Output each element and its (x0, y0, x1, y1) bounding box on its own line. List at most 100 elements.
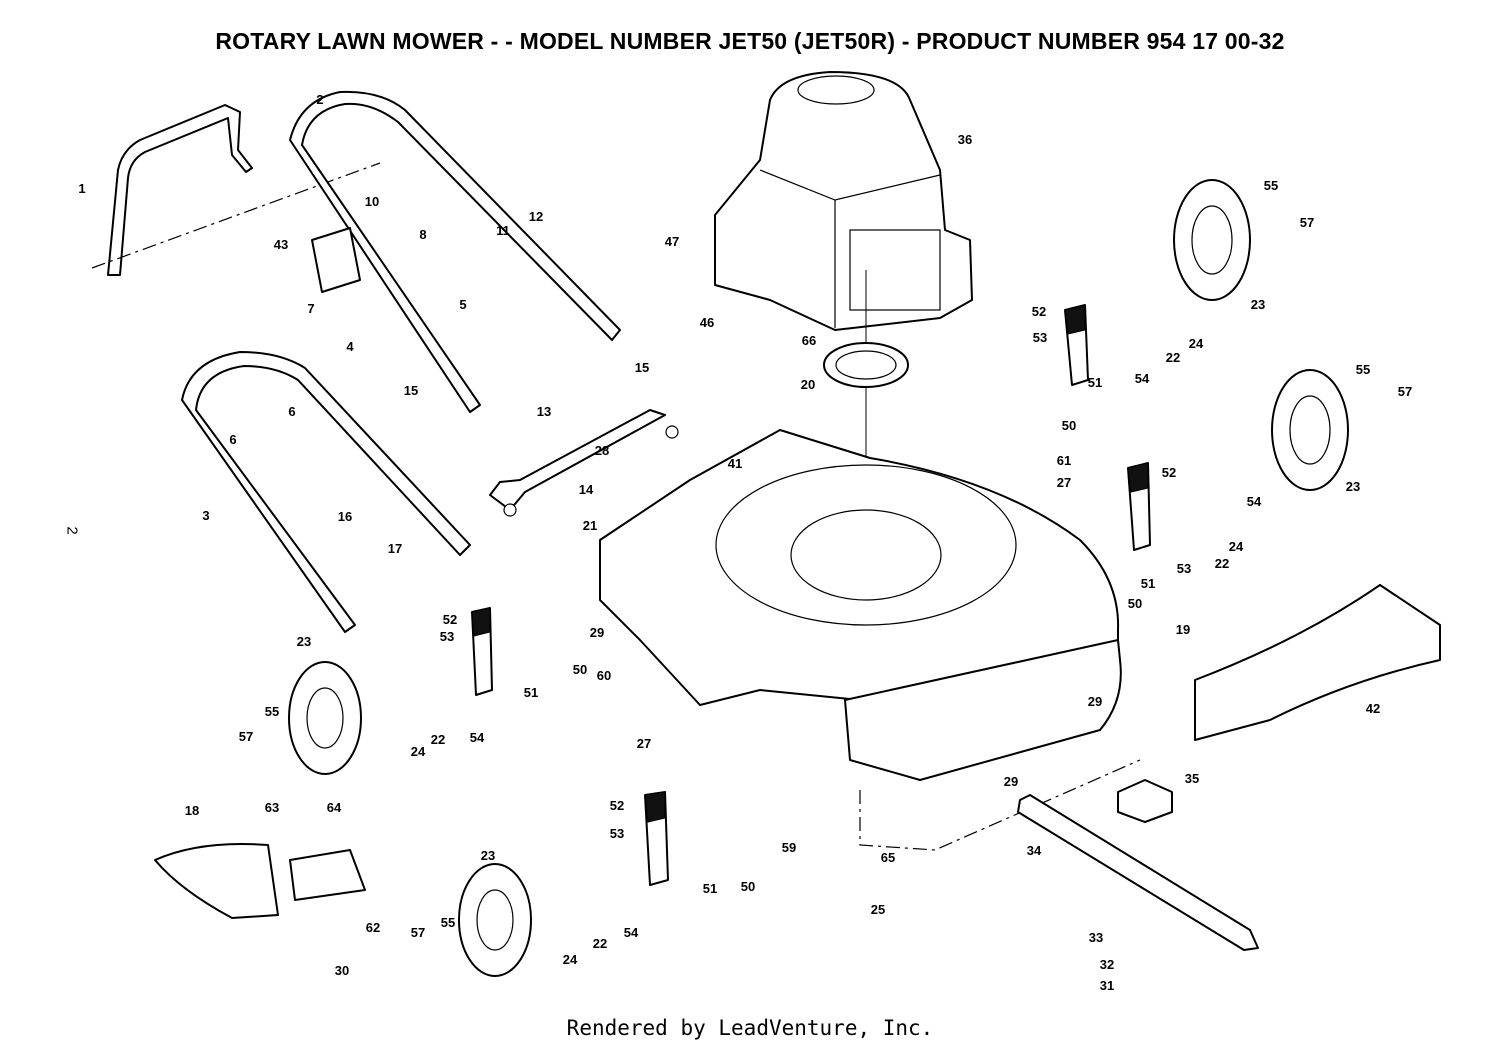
wheels (288, 179, 1349, 977)
part-callout-57: 57 (239, 729, 253, 744)
part-callout-55: 55 (1356, 362, 1370, 377)
part-callout-53: 53 (440, 629, 454, 644)
part-callout-15: 15 (404, 383, 418, 398)
part-callout-47: 47 (665, 234, 679, 249)
part-callout-29: 29 (1004, 774, 1018, 789)
part-callout-20: 20 (801, 377, 815, 392)
part-callout-10: 10 (365, 194, 379, 209)
mower-deck (599, 429, 1141, 851)
part-callout-53: 53 (610, 826, 624, 841)
part-callout-55: 55 (441, 915, 455, 930)
part-callout-34: 34 (1027, 843, 1042, 858)
part-callout-54: 54 (470, 730, 485, 745)
part-callout-30: 30 (335, 963, 349, 978)
part-callout-50: 50 (741, 879, 755, 894)
part-callout-7: 7 (307, 301, 314, 316)
part-callout-43: 43 (274, 237, 288, 252)
part-callout-52: 52 (1032, 304, 1046, 319)
part-callout-52: 52 (610, 798, 624, 813)
blade-and-catcher (154, 584, 1441, 951)
part-callout-25: 25 (871, 902, 885, 917)
part-callout-24: 24 (411, 744, 426, 759)
control-rod (489, 409, 679, 517)
part-callout-29: 29 (1088, 694, 1102, 709)
part-callout-22: 22 (431, 732, 445, 747)
part-callout-65: 65 (881, 850, 895, 865)
part-callout-16: 16 (338, 509, 352, 524)
part-callout-14: 14 (579, 482, 594, 497)
part-callout-57: 57 (1398, 384, 1412, 399)
part-callout-51: 51 (1141, 576, 1155, 591)
part-callout-1: 1 (78, 181, 85, 196)
part-callout-32: 32 (1100, 957, 1114, 972)
part-callout-29: 29 (590, 625, 604, 640)
callout-labels: 1234566781011121314151516171819202122222… (78, 92, 1412, 993)
part-callout-52: 52 (443, 612, 457, 627)
part-callout-27: 27 (1057, 475, 1071, 490)
part-callout-64: 64 (327, 800, 342, 815)
part-callout-51: 51 (524, 685, 538, 700)
part-callout-24: 24 (1189, 336, 1204, 351)
part-callout-54: 54 (1247, 494, 1262, 509)
part-callout-55: 55 (1264, 178, 1278, 193)
part-callout-50: 50 (1128, 596, 1142, 611)
part-callout-6: 6 (229, 432, 236, 447)
part-callout-24: 24 (563, 952, 578, 967)
part-callout-6: 6 (288, 404, 295, 419)
part-callout-5: 5 (459, 297, 466, 312)
part-callout-23: 23 (1251, 297, 1265, 312)
part-callout-22: 22 (593, 936, 607, 951)
part-callout-21: 21 (583, 518, 597, 533)
part-callout-28: 28 (595, 443, 609, 458)
part-callout-53: 53 (1177, 561, 1191, 576)
part-callout-13: 13 (537, 404, 551, 419)
part-callout-54: 54 (1135, 371, 1150, 386)
part-callout-8: 8 (419, 227, 426, 242)
part-callout-41: 41 (728, 456, 742, 471)
part-callout-2: 2 (316, 92, 323, 107)
part-callout-62: 62 (366, 920, 380, 935)
part-callout-60: 60 (597, 668, 611, 683)
part-callout-27: 27 (637, 736, 651, 751)
part-callout-19: 19 (1176, 622, 1190, 637)
part-callout-4: 4 (346, 339, 354, 354)
part-callout-11: 11 (496, 223, 510, 238)
part-callout-66: 66 (802, 333, 816, 348)
part-callout-33: 33 (1089, 930, 1103, 945)
part-callout-59: 59 (782, 840, 796, 855)
part-callout-31: 31 (1100, 978, 1114, 993)
part-callout-46: 46 (700, 315, 714, 330)
handle-assembly (91, 90, 621, 633)
part-callout-50: 50 (1062, 418, 1076, 433)
part-callout-3: 3 (202, 508, 209, 523)
page-title: ROTARY LAWN MOWER - - MODEL NUMBER JET50… (215, 28, 1285, 54)
part-callout-61: 61 (1057, 453, 1071, 468)
part-callout-23: 23 (297, 634, 311, 649)
part-callout-22: 22 (1215, 556, 1229, 571)
part-callout-23: 23 (481, 848, 495, 863)
part-callout-53: 53 (1033, 330, 1047, 345)
part-callout-12: 12 (529, 209, 543, 224)
part-callout-57: 57 (411, 925, 425, 940)
part-callout-51: 51 (1088, 375, 1102, 390)
part-callout-36: 36 (958, 132, 972, 147)
height-adjusters (471, 304, 1151, 886)
part-callout-18: 18 (185, 803, 199, 818)
part-callout-23: 23 (1346, 479, 1360, 494)
part-callout-15: 15 (635, 360, 649, 375)
part-callout-35: 35 (1185, 771, 1199, 786)
part-callout-42: 42 (1366, 701, 1380, 716)
part-callout-54: 54 (624, 925, 639, 940)
part-callout-63: 63 (265, 800, 279, 815)
part-callout-50: 50 (573, 662, 587, 677)
part-callout-24: 24 (1229, 539, 1244, 554)
part-callout-52: 52 (1162, 465, 1176, 480)
part-callout-57: 57 (1300, 215, 1314, 230)
part-callout-55: 55 (265, 704, 279, 719)
part-callout-22: 22 (1166, 350, 1180, 365)
engine (714, 71, 973, 331)
part-callout-17: 17 (388, 541, 402, 556)
footer-credit: Rendered by LeadVenture, Inc. (566, 1016, 934, 1040)
part-callout-51: 51 (703, 881, 717, 896)
